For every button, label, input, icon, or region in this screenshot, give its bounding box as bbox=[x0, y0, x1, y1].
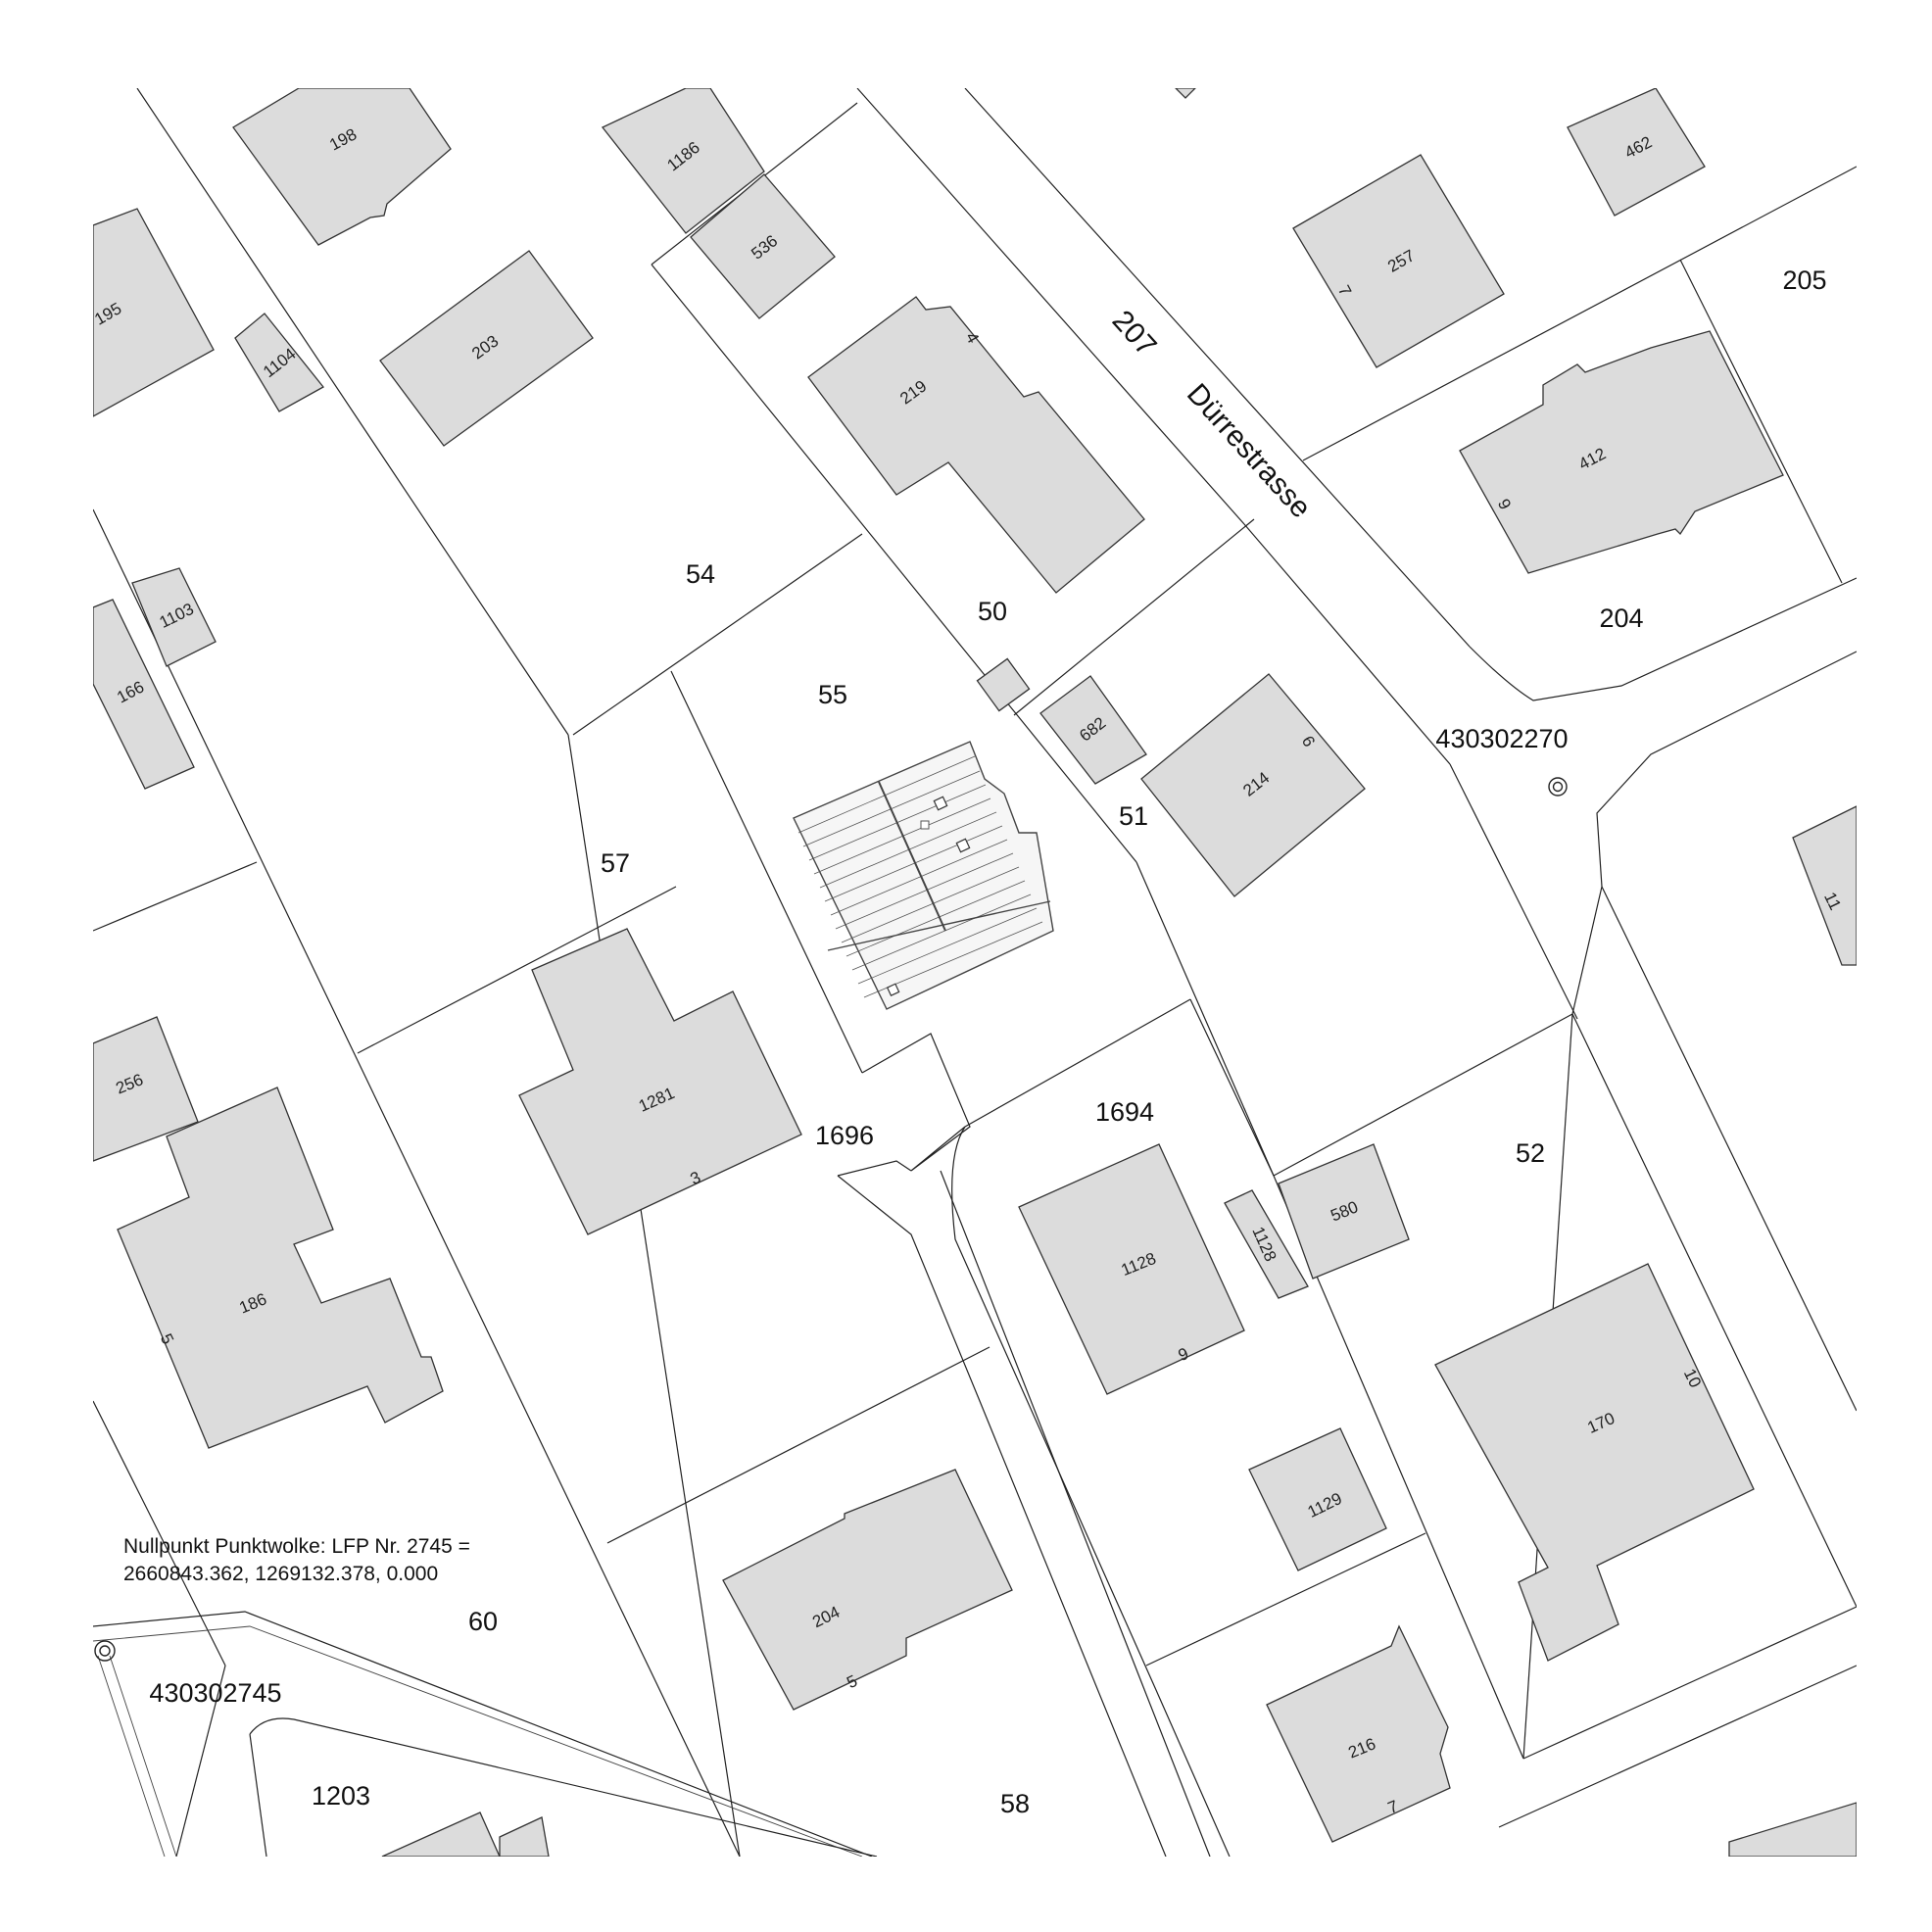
zero-point-note: Nullpunkt Punktwolke: LFP Nr. 2745 = 266… bbox=[123, 1535, 470, 1585]
building-204a[interactable] bbox=[722, 1469, 1013, 1711]
parcel-numbers: 205 54 50 55 204 51 57 1694 1696 52 60 1… bbox=[312, 266, 1827, 1818]
parcel-1694: 1694 bbox=[1095, 1097, 1154, 1127]
note-line-2: 2660843.362, 1269132.378, 0.000 bbox=[123, 1563, 438, 1585]
parcel-51: 51 bbox=[1119, 801, 1148, 831]
building-1103[interactable] bbox=[131, 567, 217, 667]
building-195[interactable] bbox=[93, 208, 215, 417]
parcel-57: 57 bbox=[601, 848, 630, 878]
building-580[interactable] bbox=[1278, 1143, 1410, 1280]
building-203[interactable] bbox=[379, 250, 594, 447]
building-bottom-1[interactable] bbox=[381, 1811, 501, 1857]
building-small-50[interactable] bbox=[976, 657, 1031, 712]
parcel-60: 60 bbox=[468, 1607, 498, 1636]
parcel-1203: 1203 bbox=[312, 1781, 370, 1811]
building-1186[interactable] bbox=[601, 88, 765, 234]
building-219[interactable] bbox=[807, 296, 1145, 594]
parcel-54: 54 bbox=[686, 559, 715, 589]
note-line-1: Nullpunkt Punktwolke: LFP Nr. 2745 = bbox=[123, 1535, 470, 1558]
building-462[interactable] bbox=[1567, 88, 1706, 217]
building-216[interactable] bbox=[1266, 1624, 1451, 1843]
building-11[interactable] bbox=[1792, 805, 1857, 966]
parcel-204: 204 bbox=[1599, 604, 1643, 633]
building-412[interactable] bbox=[1459, 330, 1784, 574]
parcel-boundaries bbox=[93, 88, 1857, 1857]
street-parcel-207: 207 bbox=[1106, 305, 1163, 362]
building-682[interactable] bbox=[1039, 675, 1147, 785]
parcel-52: 52 bbox=[1516, 1138, 1545, 1168]
building-536[interactable] bbox=[690, 173, 836, 319]
control-point-label-430302745: 430302745 bbox=[149, 1678, 281, 1708]
street-name-durrestrasse: Dürrestrasse bbox=[1181, 377, 1317, 524]
building-186[interactable] bbox=[117, 1087, 444, 1449]
parcel-55: 55 bbox=[818, 680, 847, 709]
building-1128b[interactable] bbox=[1224, 1189, 1309, 1299]
building-214[interactable] bbox=[1140, 673, 1366, 897]
control-point-430302745-marker[interactable] bbox=[94, 1640, 116, 1662]
parcel-50: 50 bbox=[978, 597, 1007, 626]
control-point-430302270-marker[interactable] bbox=[1548, 777, 1568, 797]
control-point-labels: 430302270 430302745 bbox=[149, 724, 1568, 1708]
building-198[interactable] bbox=[232, 88, 452, 246]
point-cloud-structure bbox=[793, 741, 1054, 1010]
building-top-small[interactable] bbox=[1175, 88, 1196, 99]
building-1129[interactable] bbox=[1248, 1427, 1387, 1571]
control-point-label-430302270: 430302270 bbox=[1435, 724, 1568, 753]
building-1104[interactable] bbox=[234, 313, 324, 412]
building-bottom-3[interactable] bbox=[1728, 1802, 1857, 1857]
building-256[interactable] bbox=[93, 1016, 199, 1162]
building-170[interactable] bbox=[1434, 1263, 1755, 1662]
parcel-205: 205 bbox=[1782, 266, 1826, 295]
buildings bbox=[93, 88, 1857, 1857]
building-1281[interactable] bbox=[518, 928, 802, 1235]
building-1128a[interactable] bbox=[1018, 1143, 1245, 1395]
street-labels: 207 Dürrestrasse bbox=[1106, 305, 1318, 524]
parcel-1696: 1696 bbox=[815, 1121, 874, 1150]
building-bottom-2[interactable] bbox=[499, 1816, 550, 1857]
building-166[interactable] bbox=[93, 599, 195, 790]
parcel-58: 58 bbox=[1000, 1789, 1030, 1818]
building-257[interactable] bbox=[1292, 154, 1505, 368]
